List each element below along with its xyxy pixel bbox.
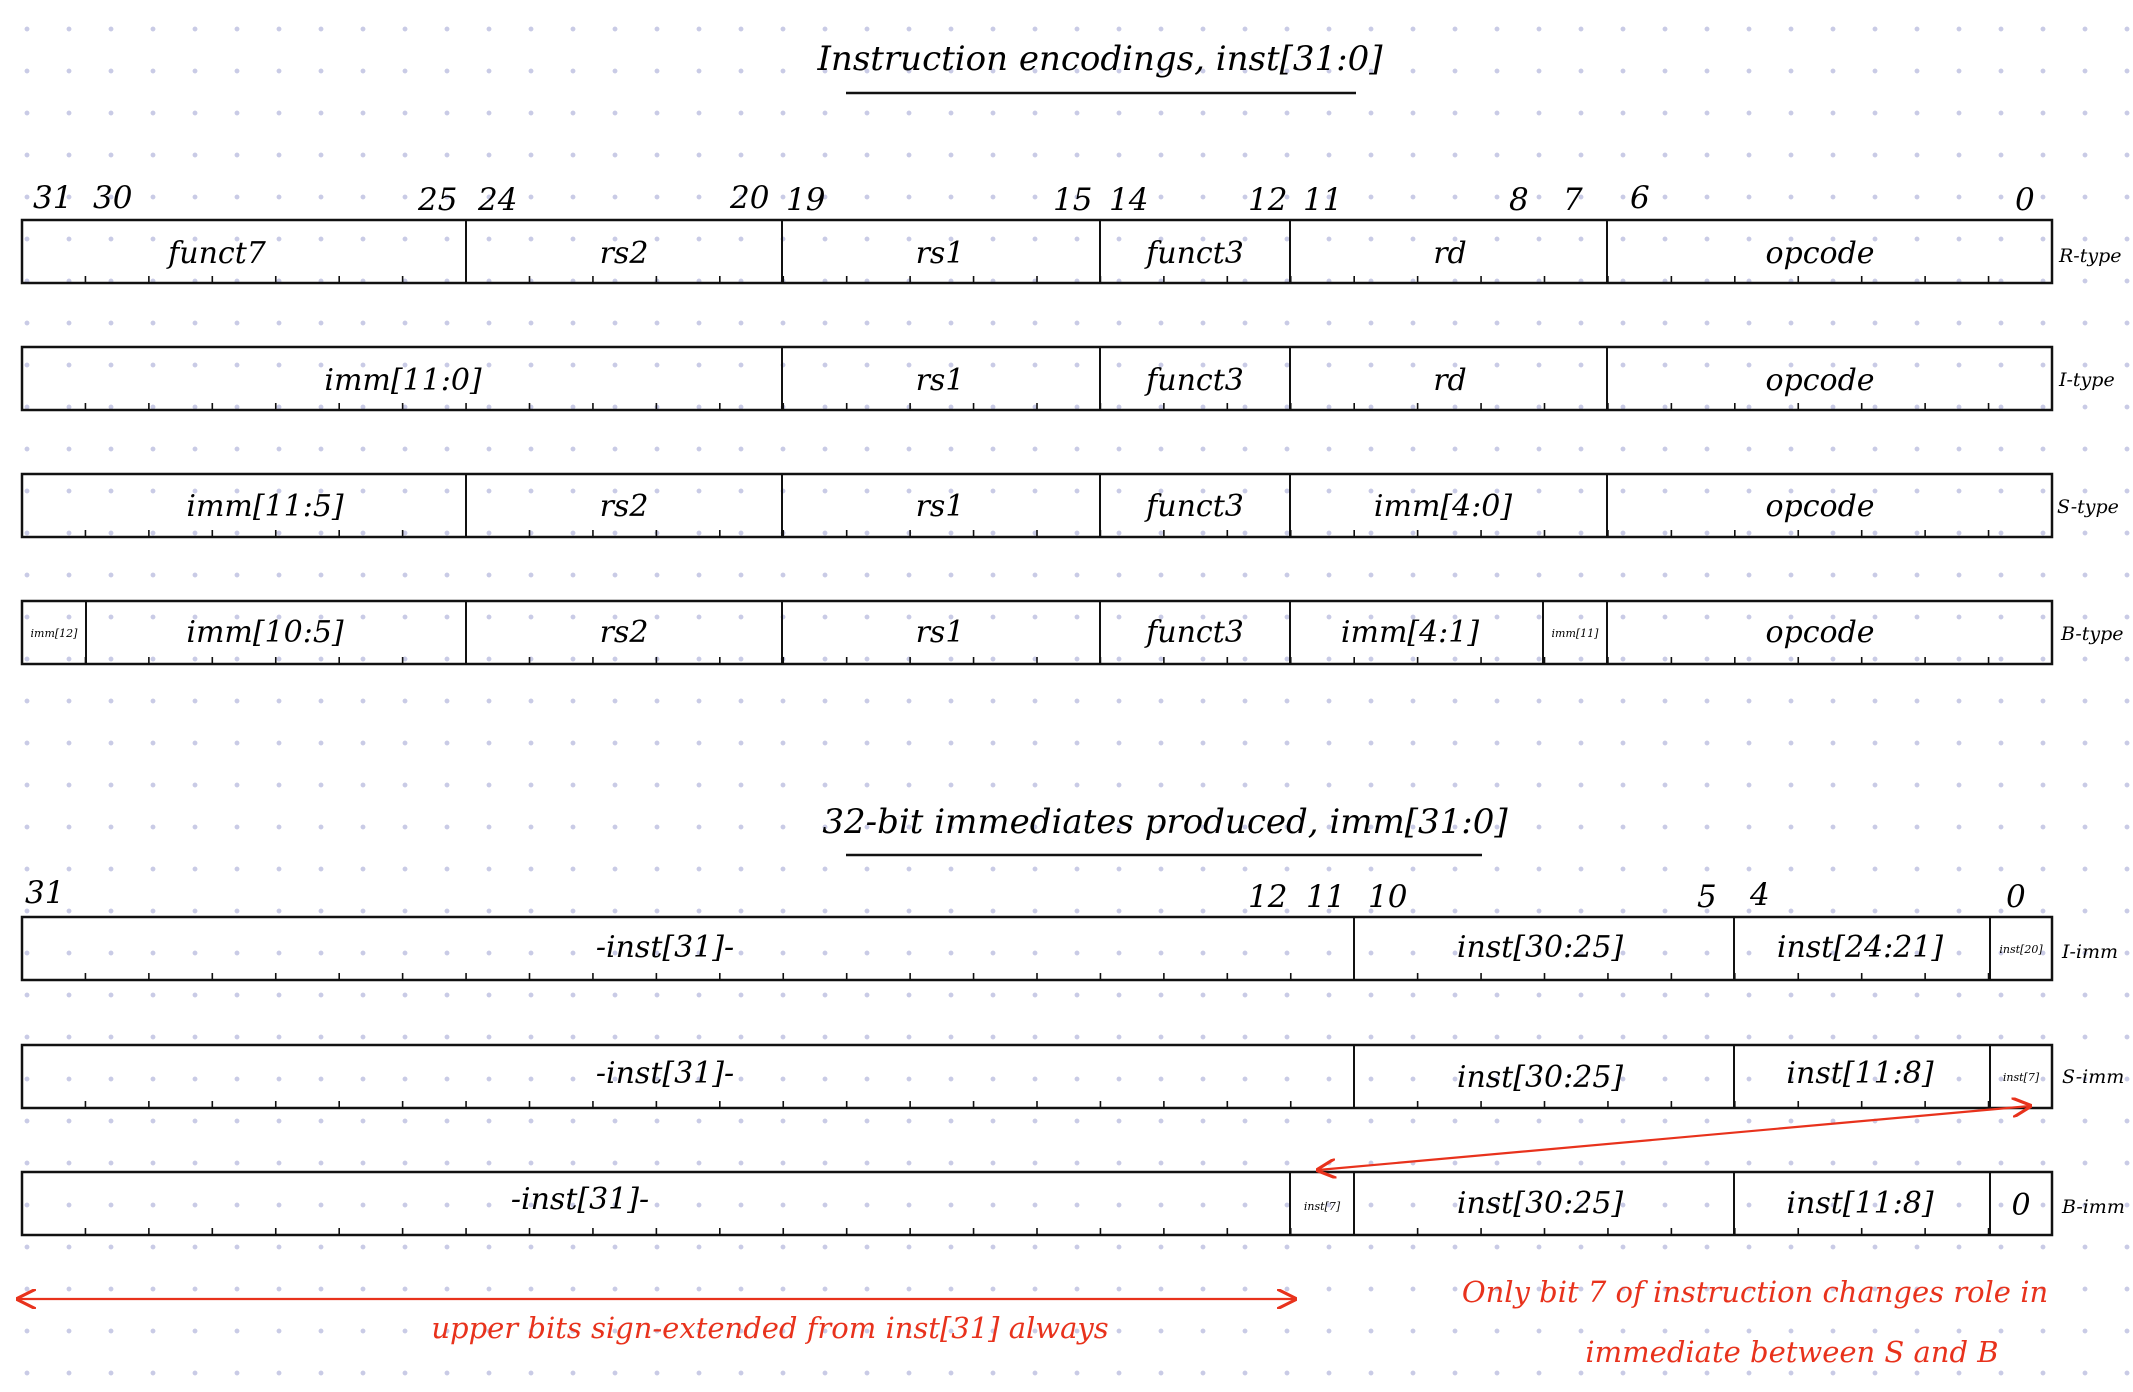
bit7-note-line1: Only bit 7 of instruction changes role i… — [1462, 1275, 2048, 1309]
bit7-note-line2: immediate between S and B — [1585, 1335, 1998, 1369]
i-imm-dividers — [1353, 917, 1991, 980]
bit-number: 6 — [1630, 180, 1650, 216]
field-opcode: opcode — [1765, 615, 1874, 650]
field-inst-30-25: inst[30:25] — [1457, 1186, 1624, 1221]
field-funct3: funct3 — [1144, 489, 1244, 524]
field-opcode: opcode — [1765, 236, 1874, 271]
bit-number: 25 — [417, 182, 457, 218]
field-rs2: rs2 — [600, 615, 649, 650]
s-imm-row: -inst[31]- inst[30:25] inst[11:8] inst[7… — [20, 1043, 2124, 1110]
bit-number: 30 — [93, 180, 132, 216]
bit-number: 20 — [729, 180, 769, 216]
i-imm-label: I-imm — [2061, 941, 2118, 963]
field-rs1: rs1 — [916, 615, 965, 650]
b-imm-row: -inst[31]- inst[7] inst[30:25] inst[11:8… — [20, 1170, 2125, 1237]
sign-extend-note: upper bits sign-extended from inst[31] a… — [431, 1311, 1108, 1345]
field-funct7: funct7 — [166, 236, 267, 271]
field-rs2: rs2 — [600, 489, 649, 524]
field-imm-11-5: imm[11:5] — [186, 489, 344, 524]
field-sign-extension: -inst[31]- — [596, 930, 734, 965]
field-imm-4-0: imm[4:0] — [1374, 489, 1512, 524]
bit-number: 24 — [477, 182, 517, 218]
i-type-label: I-type — [2058, 369, 2115, 391]
bit-number: 14 — [1109, 182, 1148, 218]
r-type-bit-ticks — [84, 276, 1990, 283]
bit-number: 15 — [1053, 182, 1092, 218]
field-inst-7: inst[7] — [1304, 1200, 1341, 1213]
field-imm-4-1: imm[4:1] — [1341, 615, 1479, 650]
s-type-label: S-type — [2057, 496, 2119, 518]
field-funct3: funct3 — [1144, 236, 1244, 271]
r-type-dividers — [465, 220, 1608, 283]
r-type-row: funct7 rs2 rs1 funct3 rd opcode R-type — [20, 218, 2122, 285]
field-opcode: opcode — [1765, 489, 1874, 524]
field-sign-extension: -inst[31]- — [596, 1056, 734, 1091]
field-inst-11-8: inst[11:8] — [1786, 1056, 1933, 1091]
immediate-bit-numbers: 31 12 11 10 5 4 0 — [25, 875, 2026, 915]
field-inst-11-8: inst[11:8] — [1786, 1186, 1933, 1221]
bit-number: 31 — [33, 180, 72, 216]
encodings-title-text: Instruction encodings, inst[31:0] — [816, 39, 1383, 79]
i-type-dividers — [781, 347, 1608, 410]
field-rd: rd — [1433, 363, 1467, 398]
bit-number: 0 — [2015, 182, 2035, 218]
i-type-bit-ticks — [84, 403, 1990, 410]
encoding-bit-numbers: 31 30 25 24 20 19 15 14 12 11 8 7 6 0 — [33, 180, 2035, 218]
s-type-bit-ticks — [84, 530, 1990, 537]
b-type-bit-ticks — [84, 657, 1990, 664]
field-inst-24-21: inst[24:21] — [1777, 930, 1944, 965]
bit-number: 0 — [2006, 879, 2026, 915]
field-funct3: funct3 — [1144, 615, 1244, 650]
field-imm-11-0: imm[11:0] — [324, 363, 482, 398]
bit-number: 11 — [1303, 182, 1342, 218]
field-imm-12: imm[12] — [31, 627, 79, 640]
s-imm-label: S-imm — [2062, 1066, 2124, 1088]
s-imm-box — [20, 1043, 2054, 1110]
bit-number: 8 — [1509, 182, 1529, 218]
bit-number: 31 — [25, 875, 64, 911]
field-inst-20: inst[20] — [1999, 943, 2043, 956]
bit-number: 12 — [1248, 879, 1287, 915]
field-opcode: opcode — [1765, 363, 1874, 398]
field-inst-30-25: inst[30:25] — [1457, 1060, 1624, 1095]
field-rs2: rs2 — [600, 236, 649, 271]
bit-number: 12 — [1248, 182, 1287, 218]
b-imm-box — [20, 1170, 2054, 1237]
field-imm-10-5: imm[10:5] — [186, 615, 344, 650]
b-imm-dividers — [1289, 1172, 1991, 1235]
field-sign-extension: -inst[31]- — [511, 1182, 649, 1217]
r-type-label: R-type — [2058, 245, 2122, 267]
i-imm-bit-ticks — [84, 973, 1990, 980]
b-type-label: B-type — [2060, 623, 2124, 645]
b-imm-bit-ticks — [84, 1228, 1990, 1235]
field-inst-30-25: inst[30:25] — [1457, 930, 1624, 965]
b-type-row: imm[12] imm[10:5] rs2 rs1 funct3 imm[4:1… — [20, 599, 2124, 666]
i-type-row: imm[11:0] rs1 funct3 rd opcode I-type — [20, 345, 2115, 412]
field-rs1: rs1 — [916, 489, 965, 524]
bit-number: 7 — [1563, 182, 1583, 218]
field-imm-11: imm[11] — [1552, 627, 1600, 640]
immediates-title-text: 32-bit immediates produced, imm[31:0] — [822, 802, 1508, 842]
r-type-box — [20, 218, 2054, 285]
b-type-dividers — [85, 601, 1608, 664]
b-imm-label: B-imm — [2061, 1196, 2125, 1218]
bit-number: 4 — [1749, 877, 1770, 913]
bit-number: 11 — [1306, 879, 1345, 915]
bit7-role-arrow — [1318, 1106, 2030, 1170]
bit-number: 5 — [1697, 879, 1717, 915]
field-inst-7: inst[7] — [2003, 1071, 2040, 1084]
bit-number: 19 — [786, 182, 825, 218]
immediates-title: 32-bit immediates produced, imm[31:0] — [822, 802, 1508, 857]
s-type-dividers — [465, 474, 1608, 537]
bit-number: 10 — [1368, 879, 1407, 915]
field-rs1: rs1 — [916, 236, 965, 271]
i-imm-box — [20, 915, 2054, 982]
s-type-row: imm[11:5] rs2 rs1 funct3 imm[4:0] opcode… — [20, 472, 2119, 539]
i-imm-row: -inst[31]- inst[30:25] inst[24:21] inst[… — [20, 915, 2118, 982]
field-zero: 0 — [2011, 1188, 2030, 1223]
field-funct3: funct3 — [1144, 363, 1244, 398]
field-rs1: rs1 — [916, 363, 965, 398]
field-rd: rd — [1433, 236, 1467, 271]
encodings-title: Instruction encodings, inst[31:0] — [816, 39, 1383, 95]
